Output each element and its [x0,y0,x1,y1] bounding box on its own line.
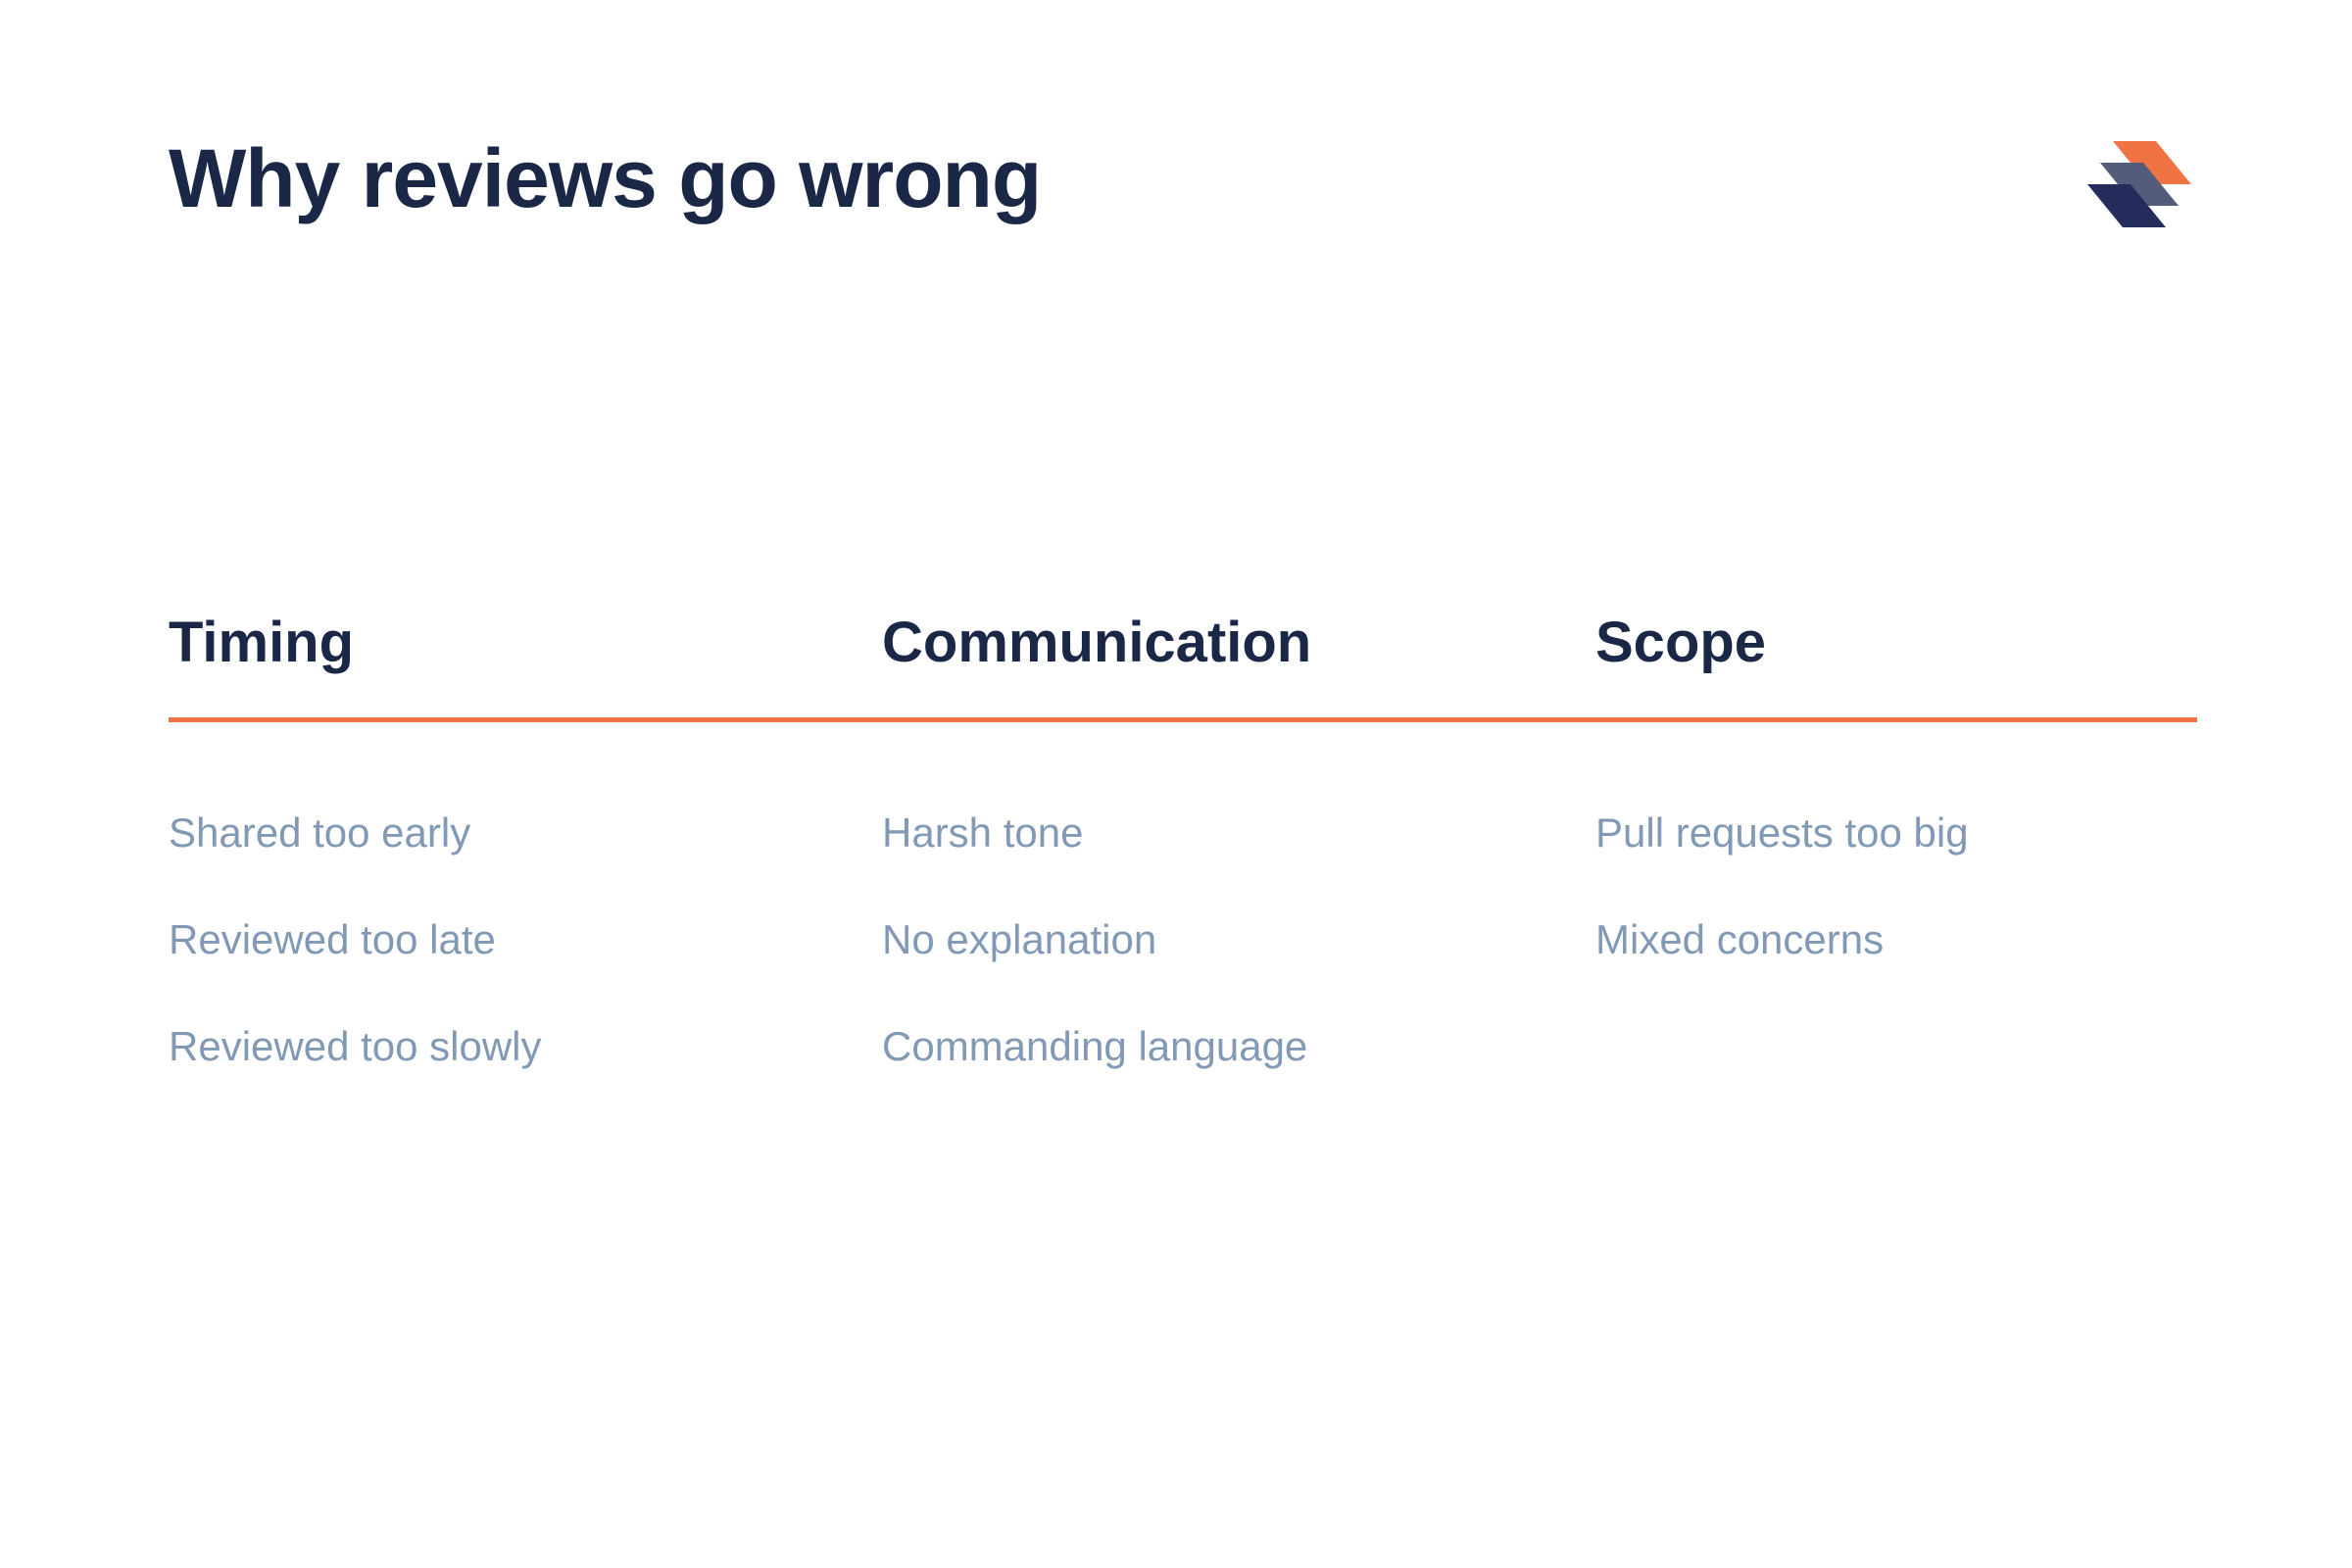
logo-layer-middle [2100,163,2179,206]
column-list-communication: Harsh tone No explanation Commanding lan… [882,804,1509,1124]
list-item: No explanation [882,916,1157,962]
header-divider [169,717,2197,722]
list-item: Shared too early [169,809,471,856]
list-item: Pull requests too big [1595,809,1969,856]
list-item: Reviewed too slowly [169,1023,542,1069]
column-heading-communication: Communication [882,611,1312,674]
list-item: Harsh tone [882,809,1084,856]
column-scope: Scope Pull requests too big Mixed concer… [1595,608,2223,962]
logo-layer-bottom [2087,184,2166,227]
slide-title: Why reviews go wrong [169,132,1042,224]
list-item: Mixed concerns [1595,916,1885,962]
layered-stack-logo-icon [2087,141,2191,227]
logo-layer-top [2113,141,2191,184]
column-list-timing: Shared too early Reviewed too late Revie… [169,804,796,1124]
column-heading-timing: Timing [169,611,355,674]
column-list-scope: Pull requests too big Mixed concerns [1595,804,2223,1017]
column-communication: Communication Harsh tone No explanation … [882,608,1509,1069]
column-timing: Timing Shared too early Reviewed too lat… [169,608,796,1069]
category-columns: Timing Shared too early Reviewed too lat… [169,608,2197,1098]
list-item: Reviewed too late [169,916,496,962]
list-item: Commanding language [882,1023,1308,1069]
column-heading-scope: Scope [1595,611,1767,674]
